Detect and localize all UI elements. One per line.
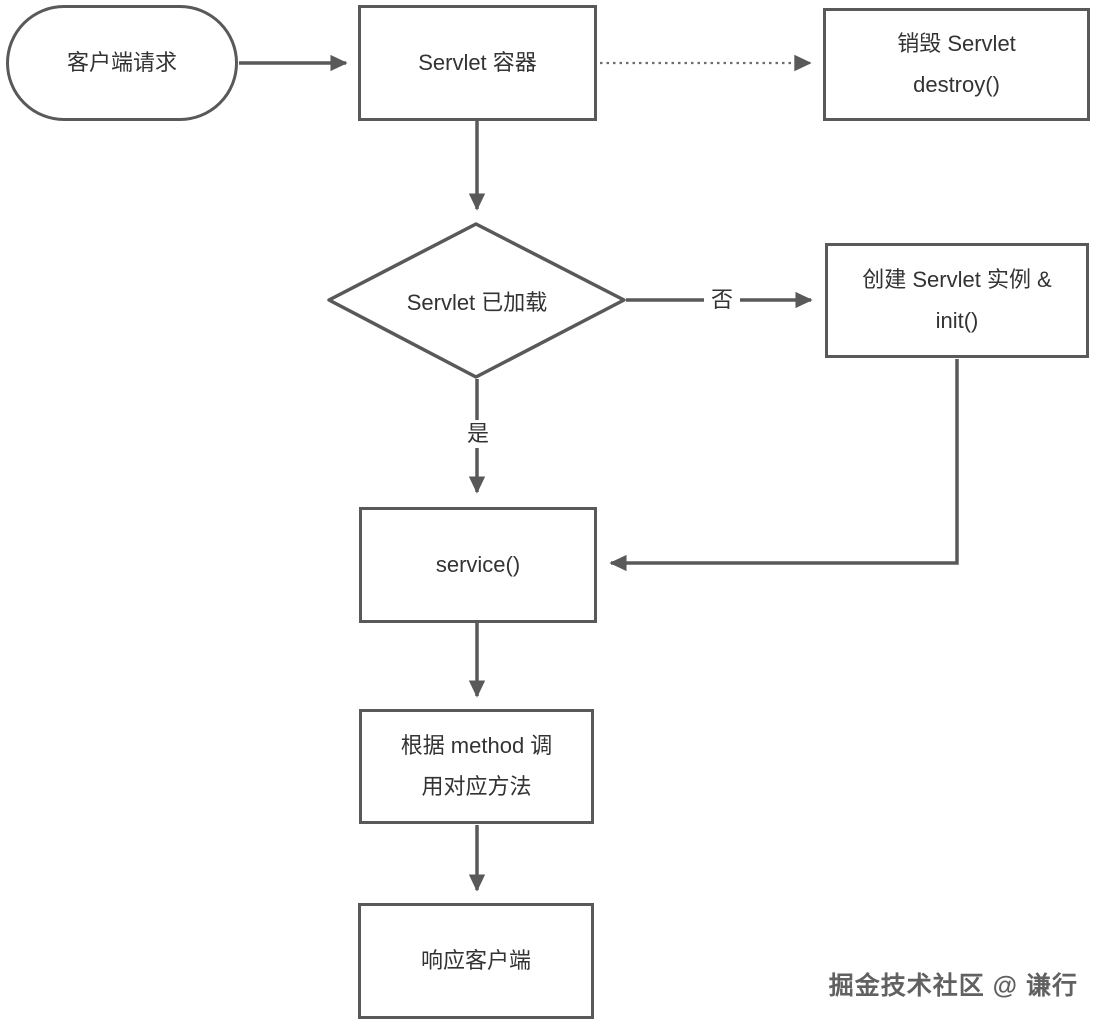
decision-diamond-shape [327, 222, 626, 379]
node-dispatch-method-line1: 根据 method 调 [400, 733, 553, 759]
edge-label-yes: 是 [459, 420, 497, 448]
node-destroy-servlet-line1: 销毁 Servlet [897, 31, 1016, 57]
node-decision-servlet-loaded-label: Servlet 已加载 [406, 290, 548, 315]
edge-label-no: 否 [703, 286, 741, 314]
node-client-request: 客户端请求 [6, 5, 238, 121]
node-dispatch-method: 根据 method 调 用对应方法 [359, 709, 594, 824]
watermark-text: 掘金技术社区 @ 谦行 [828, 972, 1078, 1000]
node-dispatch-method-line2: 用对应方法 [421, 774, 532, 799]
node-respond-client-label: 响应客户端 [420, 948, 531, 974]
node-service: service() [359, 507, 597, 623]
edge-init-to-service [609, 359, 959, 572]
node-create-init-line2: init() [935, 308, 979, 333]
node-respond-client: 响应客户端 [358, 903, 594, 1019]
node-client-request-label: 客户端请求 [66, 50, 177, 76]
node-create-init: 创建 Servlet 实例 & init() [825, 243, 1089, 358]
node-servlet-container: Servlet 容器 [358, 5, 597, 121]
node-destroy-servlet-line2: destroy() [913, 72, 1000, 97]
node-create-init-line1: 创建 Servlet 实例 & [862, 267, 1052, 293]
node-servlet-container-label: Servlet 容器 [418, 50, 537, 76]
node-service-label: service() [435, 552, 521, 578]
node-destroy-servlet: 销毁 Servlet destroy() [823, 8, 1090, 121]
